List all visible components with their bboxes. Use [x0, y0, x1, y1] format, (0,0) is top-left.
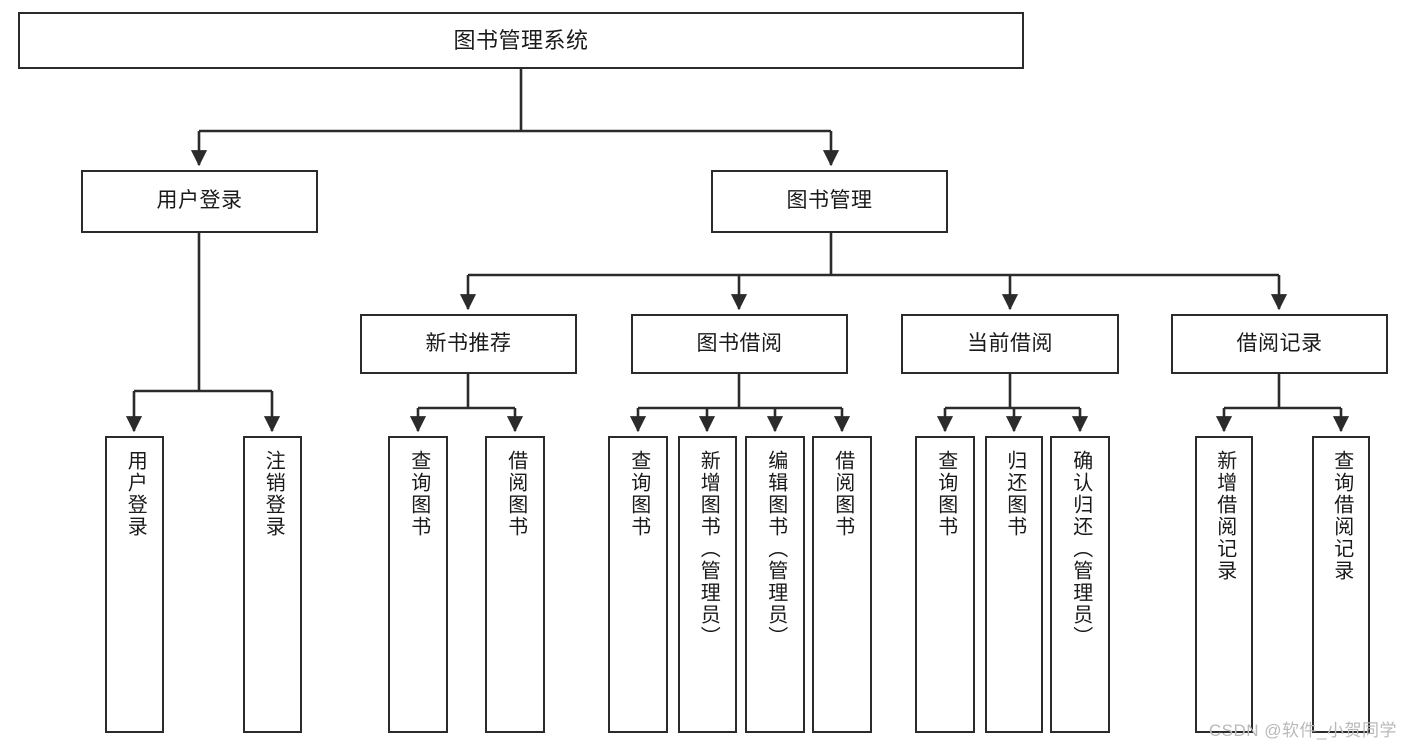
- leaf-add-book-admin[interactable]: 新增图书（管理员）: [678, 436, 737, 733]
- leaf-borrow-book-borrowing[interactable]: 借阅图书: [812, 436, 872, 733]
- node-new-book-recommendation[interactable]: 新书推荐: [360, 314, 577, 374]
- node-label: 查询借阅记录: [1330, 450, 1353, 582]
- node-label: 用户登录: [124, 450, 147, 538]
- node-user-login[interactable]: 用户登录: [81, 170, 318, 233]
- leaf-user-login[interactable]: 用户登录: [105, 436, 164, 733]
- node-label: 注销登录: [262, 450, 285, 538]
- node-label: 查询图书: [627, 450, 650, 538]
- node-book-borrowing[interactable]: 图书借阅: [631, 314, 848, 374]
- node-label: 查询图书: [934, 450, 957, 538]
- node-label: 编辑图书（管理员）: [764, 450, 787, 648]
- node-label: 查询图书: [407, 450, 430, 538]
- node-borrowing-records[interactable]: 借阅记录: [1171, 314, 1388, 374]
- node-label: 用户登录: [156, 189, 243, 213]
- node-label: 归还图书: [1003, 450, 1026, 538]
- node-label: 确认归还（管理员）: [1069, 450, 1092, 648]
- node-label: 新书推荐: [425, 331, 512, 355]
- leaf-query-borrowing-record[interactable]: 查询借阅记录: [1312, 436, 1370, 733]
- node-label: 借阅图书: [831, 450, 854, 538]
- leaf-confirm-return-admin[interactable]: 确认归还（管理员）: [1050, 436, 1110, 733]
- leaf-query-book-new-recommendation[interactable]: 查询图书: [388, 436, 448, 733]
- leaf-query-book-borrowing[interactable]: 查询图书: [608, 436, 668, 733]
- leaf-query-book-current[interactable]: 查询图书: [915, 436, 975, 733]
- leaf-borrow-book-new-recommendation[interactable]: 借阅图书: [485, 436, 545, 733]
- node-label: 借阅记录: [1236, 331, 1323, 355]
- node-label: 新增借阅记录: [1213, 450, 1236, 582]
- node-label: 当前借阅: [967, 331, 1053, 355]
- node-label: 新增图书（管理员）: [697, 450, 720, 648]
- leaf-return-book[interactable]: 归还图书: [985, 436, 1043, 733]
- node-label: 借阅图书: [504, 450, 527, 538]
- leaf-add-borrowing-record[interactable]: 新增借阅记录: [1195, 436, 1253, 733]
- leaf-logout[interactable]: 注销登录: [243, 436, 302, 733]
- node-label: 图书管理: [786, 189, 873, 213]
- node-label: 图书管理系统: [453, 27, 589, 53]
- leaf-edit-book-admin[interactable]: 编辑图书（管理员）: [745, 436, 805, 733]
- node-root-book-management-system[interactable]: 图书管理系统: [18, 12, 1024, 69]
- node-book-management[interactable]: 图书管理: [711, 170, 948, 233]
- csdn-watermark: CSDN @软件_小贺同学: [1208, 721, 1397, 740]
- node-current-borrowing[interactable]: 当前借阅: [901, 314, 1119, 374]
- node-label: 图书借阅: [696, 331, 783, 355]
